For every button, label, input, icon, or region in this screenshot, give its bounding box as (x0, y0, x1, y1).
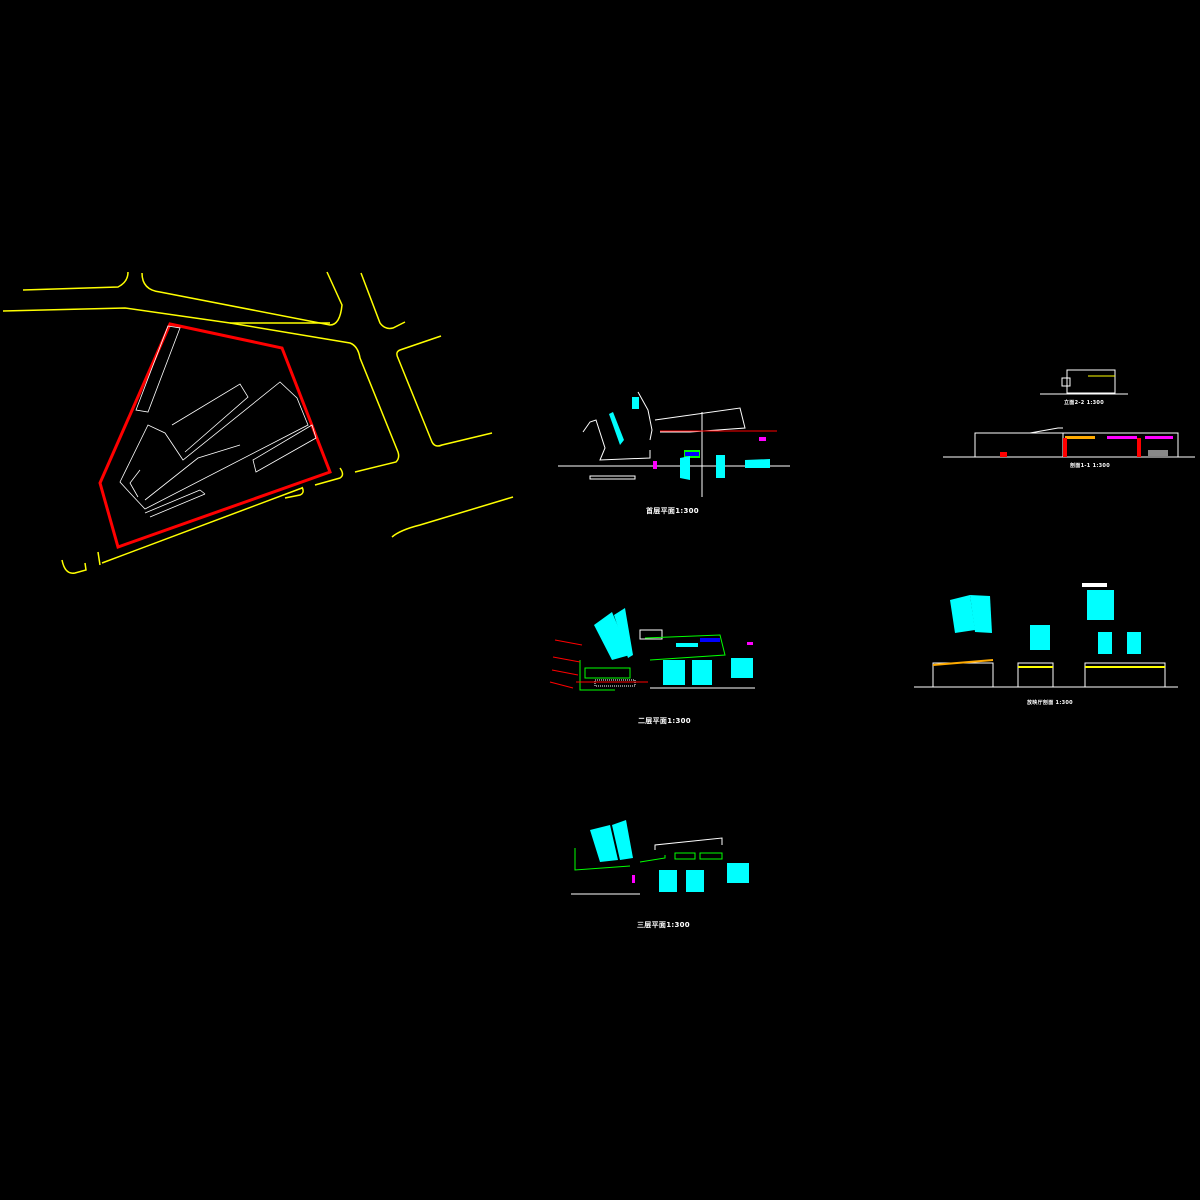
floor1-label: 首层平面1:300 (646, 507, 699, 515)
parking-stalls (135, 325, 317, 473)
section-label: 剖面1-1 1:300 (1070, 463, 1110, 469)
hall-section-label: 放映厅剖面 1:300 (1027, 700, 1073, 706)
floor3-label: 三层平面1:300 (637, 921, 690, 929)
building-outline (119, 381, 309, 518)
site-plan (2, 271, 514, 574)
road-lines (2, 271, 514, 574)
hall-sections (914, 583, 1178, 688)
site-boundary (98, 322, 332, 549)
elevation-drawing (1040, 369, 1128, 395)
elevation-label: 立面2-2 1:300 (1064, 400, 1104, 406)
floor2-plan (549, 608, 755, 691)
floor2-label: 二层平面1:300 (638, 717, 691, 725)
floor3-plan (571, 820, 749, 895)
section-drawing (943, 427, 1195, 458)
floor1-plan (558, 391, 790, 497)
